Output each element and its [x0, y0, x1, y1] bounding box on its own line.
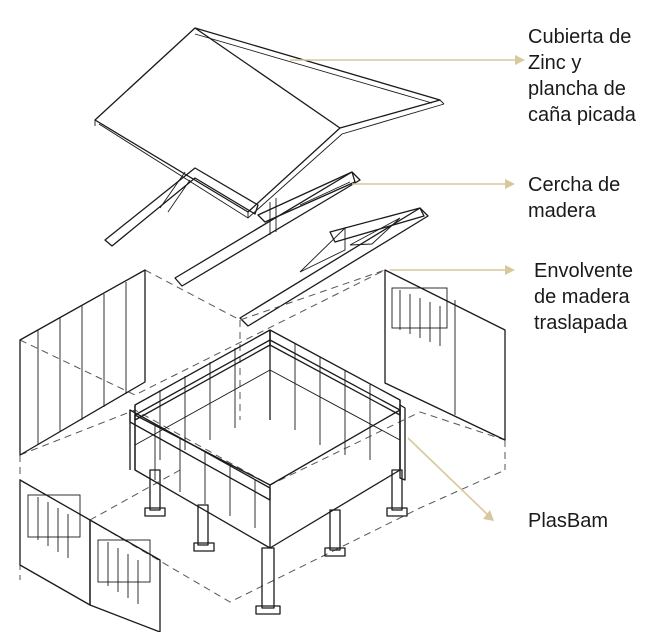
label-envelope-line-1: Envolvente [534, 260, 633, 282]
wood-truss-2 [174, 171, 361, 287]
wood-envelope-panel-front [19, 479, 161, 632]
label-envelope-line-3: traslapada [534, 312, 628, 334]
label-frame-line-1: PlasBam [528, 510, 609, 532]
label-roof-line-2: Zinc y [528, 52, 582, 74]
label-envelope-line-2: de madera [534, 286, 630, 308]
label-roof-line-3: plancha de [528, 78, 626, 100]
plasbam-frame [129, 329, 408, 615]
wood-envelope-panel-right [384, 269, 506, 441]
wood-envelope-panel-left [19, 269, 146, 456]
label-roof-line-1: Cubierta de [528, 26, 632, 48]
label-truss: Cercha de madera [528, 172, 620, 224]
label-frame: PlasBam [528, 508, 608, 534]
wood-truss-3 [239, 207, 429, 327]
zinc-roof [94, 27, 445, 219]
leader-lines [290, 55, 525, 521]
wood-truss-1 [104, 167, 259, 247]
label-truss-line-2: madera [528, 200, 596, 222]
label-truss-line-1: Cercha de [528, 174, 621, 196]
label-roof: Cubierta de Zinc y plancha de caña picad… [528, 24, 636, 128]
label-envelope: Envolvente de madera traslapada [534, 258, 633, 336]
label-roof-line-4: caña picada [528, 104, 636, 126]
